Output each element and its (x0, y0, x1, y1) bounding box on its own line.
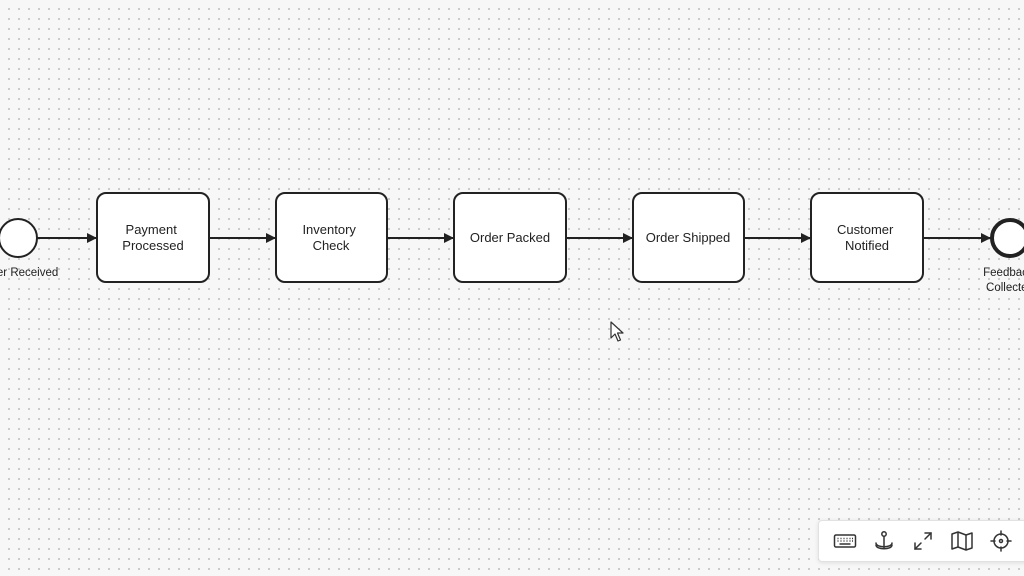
anchor-icon (874, 531, 893, 550)
end-event-label-line: Collected (986, 282, 1024, 294)
keyboard-shortcuts-button[interactable] (825, 523, 864, 559)
task-label: Order Packed (470, 230, 550, 245)
task-box[interactable] (632, 192, 745, 283)
task-label-line: Order Shipped (646, 230, 731, 245)
task-label-line: Notified (845, 238, 889, 253)
task-label: Payment Processed (122, 222, 183, 253)
task-label: Customer Notified (837, 222, 897, 253)
task-label-line: Inventory (302, 222, 356, 237)
end-event-circle[interactable] (990, 218, 1024, 258)
task-label-line: Processed (122, 238, 183, 253)
task-inventory-check[interactable]: Inventory Check (275, 192, 388, 283)
task-box[interactable] (96, 192, 210, 283)
task-box[interactable] (453, 192, 567, 283)
map-icon (950, 531, 973, 551)
task-order-packed[interactable]: Order Packed (453, 192, 567, 283)
fullscreen-button[interactable] (903, 523, 942, 559)
task-box[interactable] (275, 192, 388, 283)
task-box[interactable] (810, 192, 924, 283)
task-label-line: Payment (126, 222, 178, 237)
task-payment-processed[interactable]: Payment Processed (96, 192, 210, 283)
end-event[interactable]: Feedback Collected (983, 218, 1024, 294)
end-event-label: Feedback Collected (983, 267, 1024, 294)
canvas-toolbar (818, 520, 1024, 562)
task-customer-notified[interactable]: Customer Notified (810, 192, 924, 283)
task-label: Order Shipped (646, 230, 731, 245)
minimap-button[interactable] (942, 523, 981, 559)
fullscreen-icon (913, 532, 932, 550)
end-event-label-line: Feedback (983, 267, 1024, 279)
keyboard-icon (833, 534, 856, 548)
task-label-line: Check (313, 238, 350, 253)
mouse-cursor-icon (610, 321, 624, 342)
task-order-shipped[interactable]: Order Shipped (632, 192, 745, 283)
task-label: Inventory Check (302, 222, 359, 253)
start-event-label: Order Received (0, 267, 58, 279)
start-event-circle[interactable] (0, 218, 38, 258)
reset-origin-button[interactable] (864, 523, 903, 559)
task-label-line: Order Packed (470, 230, 550, 245)
center-view-button[interactable] (981, 523, 1020, 559)
task-label-line: Customer (837, 222, 894, 237)
start-event[interactable]: Order Received (0, 218, 58, 279)
crosshair-icon (989, 530, 1012, 552)
